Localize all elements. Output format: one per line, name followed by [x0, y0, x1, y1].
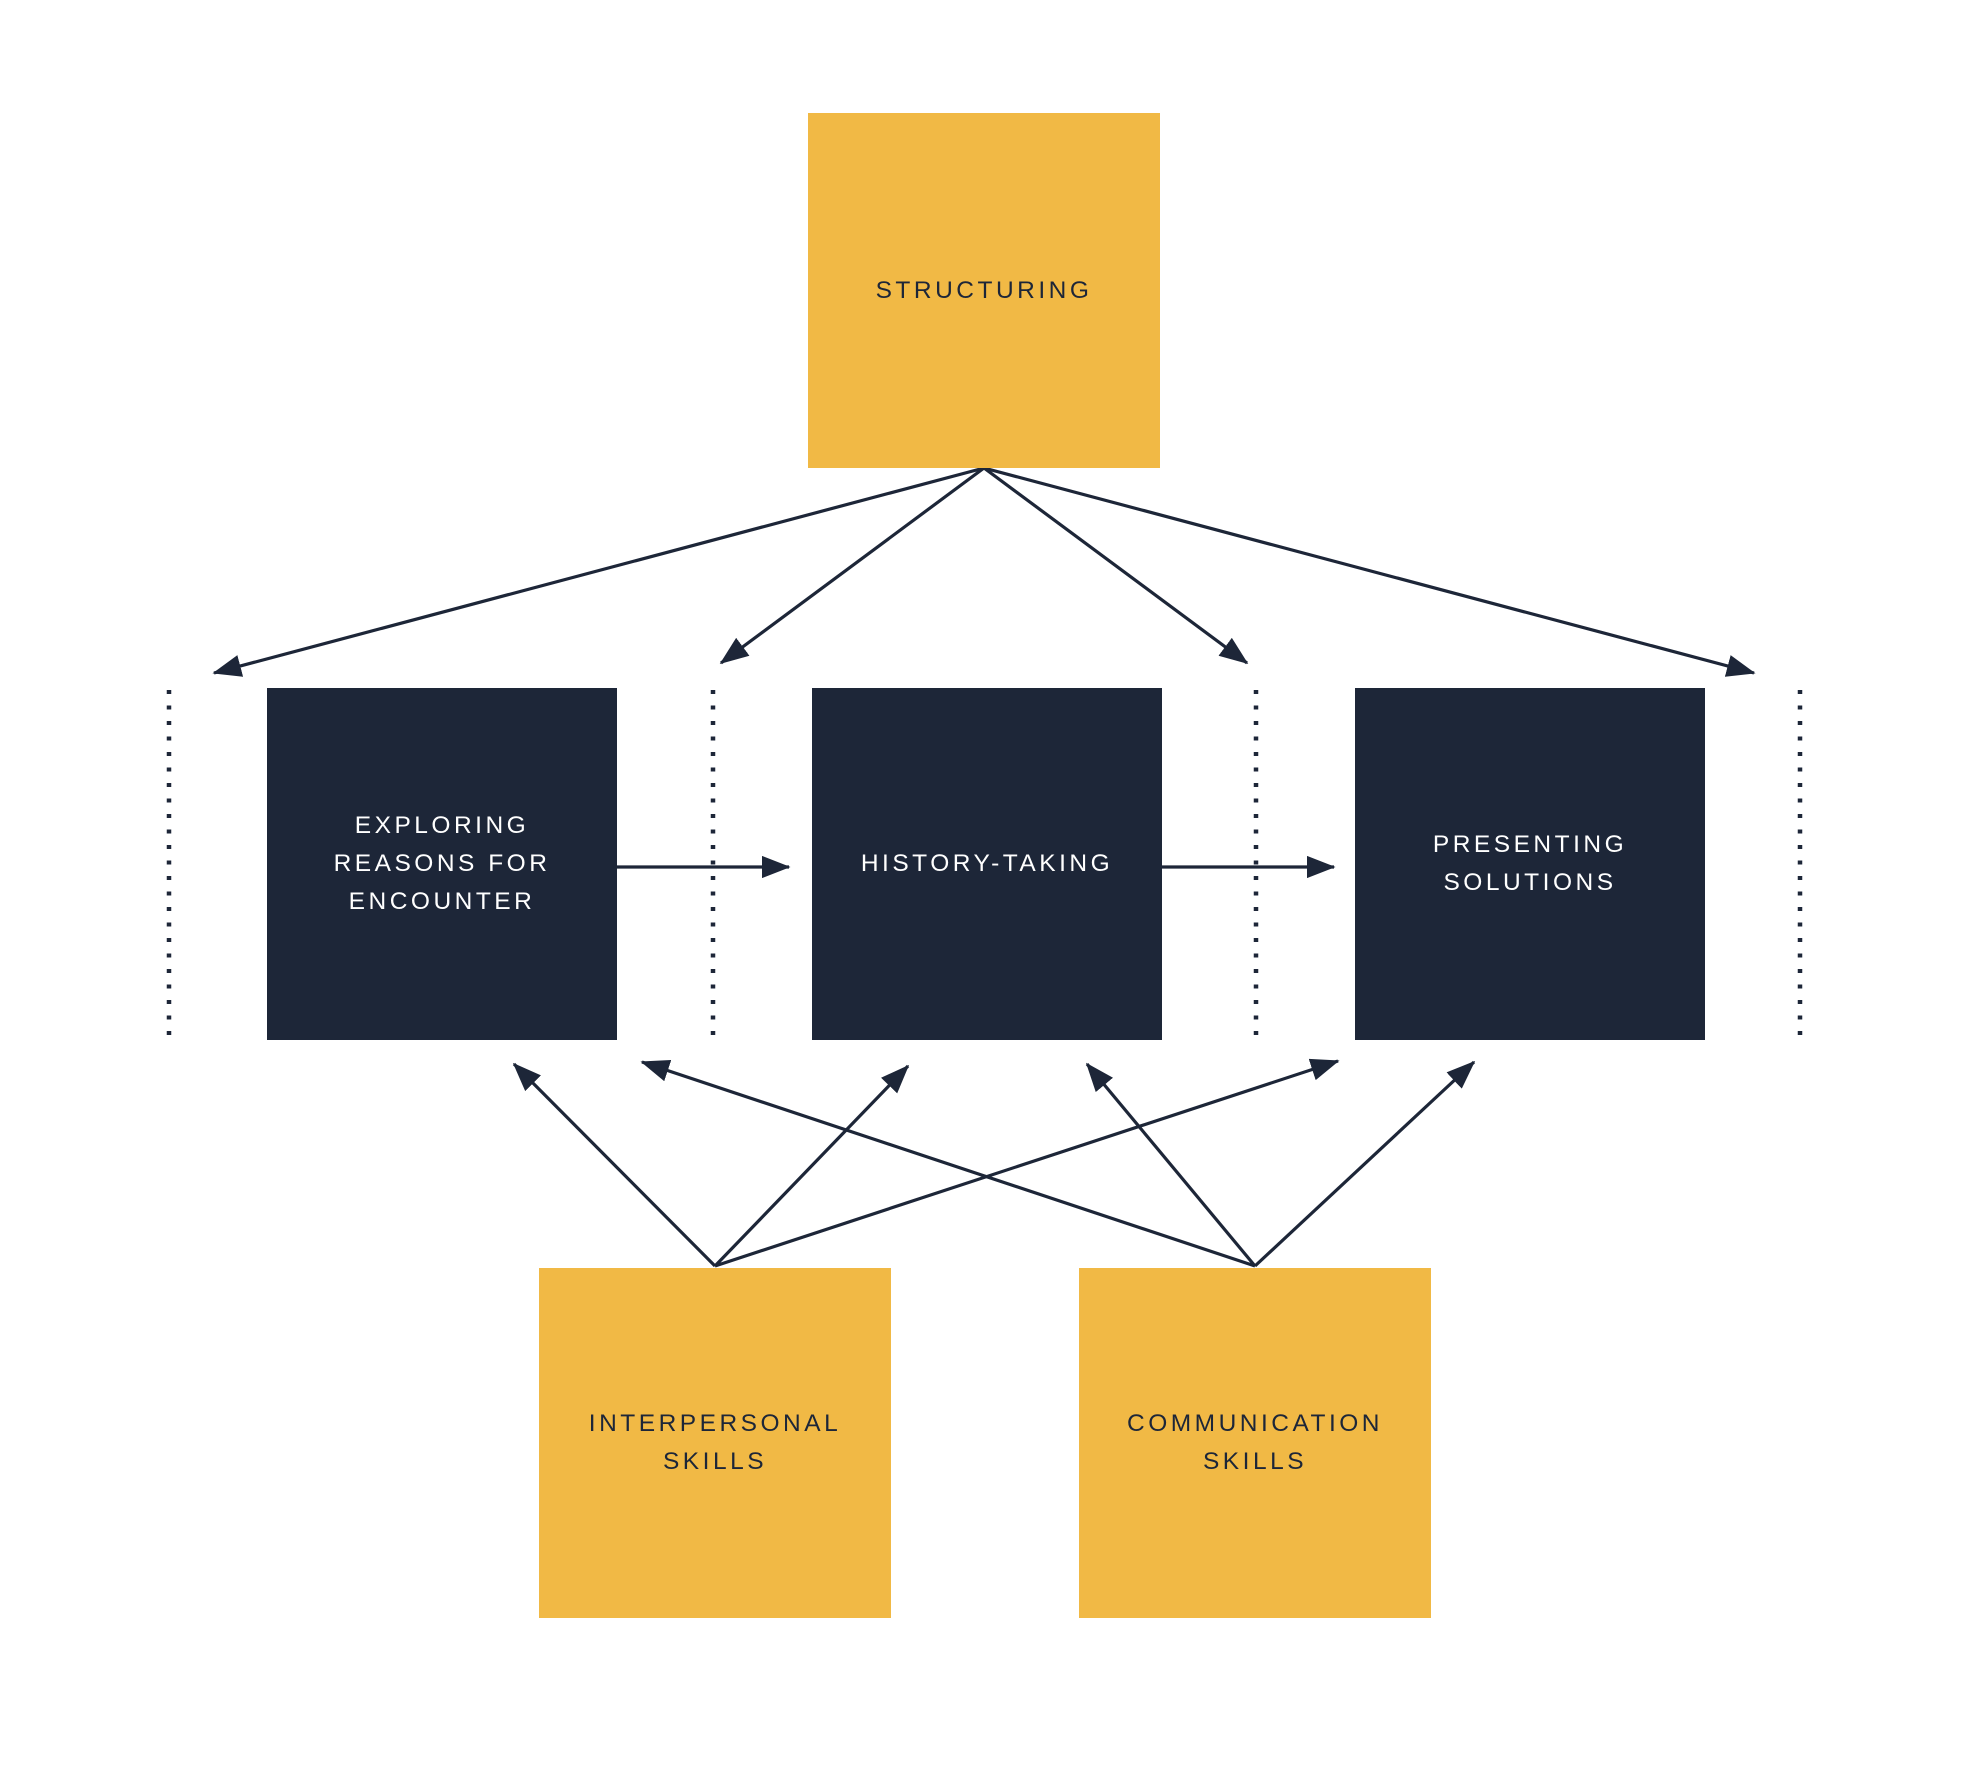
node-communication-skills: COMMUNICATION SKILLS	[1079, 1268, 1431, 1618]
node-exploring-reasons-for-encounter: EXPLORING REASONS FOR ENCOUNTER	[267, 688, 617, 1040]
node-presenting-solutions: PRESENTING SOLUTIONS	[1355, 688, 1705, 1040]
node-presenting-label: PRESENTING SOLUTIONS	[1432, 831, 1628, 896]
node-history-taking: HISTORY-TAKING	[812, 688, 1162, 1040]
arrow-structuring-to-divider-2	[983, 466, 1249, 665]
arrow-communication-to-history	[1085, 1062, 1257, 1268]
node-communication-label: COMMUNICATION SKILLS	[1127, 1410, 1383, 1475]
arrow-structuring-to-divider-1	[719, 466, 985, 665]
node-structuring-label: STRUCTURING	[875, 276, 1093, 304]
arrow-interpersonal-to-exploring	[512, 1062, 717, 1268]
node-exploring-label: EXPLORING REASONS FOR ENCOUNTER	[333, 812, 551, 915]
arrow-communication-to-presenting	[1253, 1060, 1476, 1268]
node-history-label: HISTORY-TAKING	[860, 850, 1114, 878]
arrow-structuring-to-left-divider	[212, 466, 985, 677]
node-interpersonal-label: INTERPERSONAL SKILLS	[588, 1410, 842, 1475]
arrow-interpersonal-to-presenting	[714, 1058, 1340, 1268]
arrow-communication-to-exploring	[640, 1059, 1256, 1268]
arrow-interpersonal-to-history	[713, 1064, 910, 1268]
node-interpersonal-skills: INTERPERSONAL SKILLS	[539, 1268, 891, 1618]
arrow-structuring-to-right-divider	[983, 466, 1756, 677]
node-structuring: STRUCTURING	[808, 113, 1160, 468]
